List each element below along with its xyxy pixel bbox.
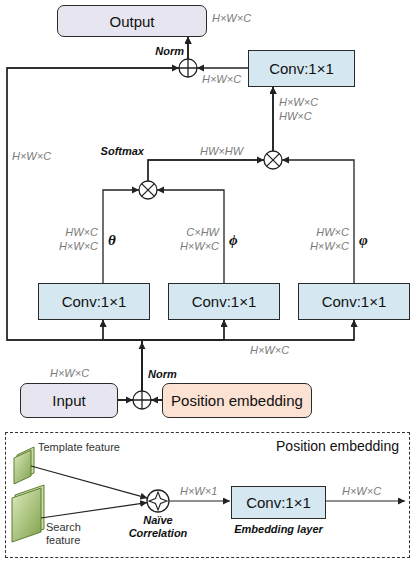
correlation-symbol	[147, 490, 169, 512]
operation-label: Naïve Correlation	[122, 514, 194, 540]
arrowhead	[282, 157, 289, 164]
multiply-symbol	[139, 181, 157, 199]
search-feature-map	[12, 488, 41, 542]
box-text: Conv:1×1	[269, 60, 334, 77]
box-text: Conv:1×1	[62, 293, 127, 310]
input-box: Input	[20, 383, 118, 418]
feature-wire	[325, 500, 405, 501]
dimension-label: H×W×C	[250, 344, 289, 356]
connector	[103, 87, 273, 283]
conv-box: Conv:1×1	[168, 283, 280, 320]
feature-label: Template feature	[38, 441, 120, 453]
feature-wire	[41, 503, 147, 518]
arrowhead	[197, 65, 204, 72]
dimension-label: H×W×C	[310, 240, 349, 252]
box-text: Input	[52, 392, 85, 409]
operation-label: Norm	[148, 368, 177, 380]
group-title: Position embedding	[276, 438, 399, 454]
arrowhead	[132, 187, 139, 194]
conv-box: Conv:1×1	[298, 283, 410, 320]
dimension-label: H×W×C	[279, 96, 318, 108]
feature-wire	[169, 500, 230, 501]
output-box: Output	[57, 5, 207, 37]
dimension-label: H×W×C	[212, 12, 251, 24]
template-feature-map	[14, 450, 31, 484]
dimension-label: H×W×C	[342, 485, 381, 497]
box-text: Position embedding	[171, 392, 303, 409]
connector	[148, 87, 273, 283]
dimension-label: H×W×1	[180, 485, 217, 497]
arrowhead	[157, 187, 164, 194]
feature-label: Search feature	[46, 521, 98, 547]
operation-label: Softmax	[101, 145, 144, 157]
dimension-label: C×HW	[186, 226, 219, 238]
operation-label: Norm	[155, 45, 184, 57]
connector	[188, 37, 248, 68]
layer-caption: Embedding layer	[234, 523, 323, 535]
symbol-label: θ	[108, 232, 116, 249]
feature-wire	[31, 466, 147, 498]
adder-symbol	[179, 59, 197, 77]
multiply-symbol	[264, 151, 282, 169]
arrowhead	[126, 397, 133, 404]
dimension-label: HW×C	[65, 226, 98, 238]
adder-symbol	[133, 391, 151, 409]
dimension-label: HW×HW	[200, 145, 243, 157]
connector	[7, 37, 188, 400]
dimension-label: H×W×C	[50, 367, 89, 379]
symbol-label: φ	[359, 232, 368, 249]
connector	[273, 87, 354, 283]
arrowhead	[139, 342, 146, 349]
dimension-label: HW×C	[279, 110, 312, 122]
connector	[7, 37, 188, 400]
arrowhead	[172, 65, 179, 72]
dimension-label: H×W×C	[12, 150, 51, 162]
dimension-label: H×W×C	[59, 240, 98, 252]
position-embedding-box: Position embedding	[162, 383, 312, 418]
dimension-label: HW×C	[316, 226, 349, 238]
conv-box: Conv:1×1	[38, 283, 150, 320]
symbol-label: ϕ	[229, 232, 238, 249]
adder-symbol	[133, 391, 151, 409]
dimension-label: H×W×C	[202, 73, 241, 85]
box-text: Conv:1×1	[192, 293, 257, 310]
dimension-label: H×W×C	[180, 240, 219, 252]
box-text: Conv:1×1	[322, 293, 387, 310]
conv-box: Conv:1×1	[248, 50, 355, 87]
arrowhead	[257, 157, 264, 164]
adder-symbol	[179, 59, 197, 77]
multiply-symbol	[142, 184, 155, 197]
box-text: Conv:1×1	[246, 494, 311, 511]
box-text: Output	[109, 13, 154, 30]
conv-box: Conv:1×1Embedding layer	[231, 486, 326, 519]
multiply-symbol	[267, 154, 280, 167]
arrowhead	[151, 397, 158, 404]
correlation-symbol	[149, 492, 167, 510]
